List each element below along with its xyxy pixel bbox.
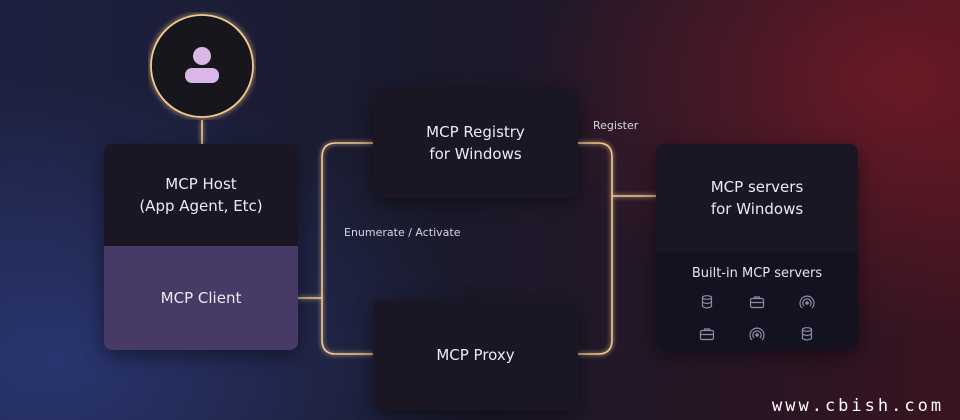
user-avatar	[148, 12, 256, 120]
mcp-proxy-box: MCP Proxy	[373, 300, 578, 410]
database-icon	[701, 295, 713, 309]
mcp-proxy-label: MCP Proxy	[436, 346, 515, 364]
enumerate-activate-label: Enumerate / Activate	[344, 226, 461, 239]
builtin-servers-panel: Built-in MCP servers	[656, 252, 858, 350]
builtin-servers-icons	[682, 294, 832, 342]
database-icon	[801, 327, 813, 341]
mcp-servers-header: MCP servers for Windows	[656, 144, 858, 252]
mcp-registry-box: MCP Registry for Windows	[373, 88, 578, 198]
client-proxy-line	[321, 298, 373, 355]
mcp-client-box: MCP Client	[104, 246, 298, 350]
mcp-host-box: MCP Host (App Agent, Etc) MCP Client	[104, 144, 298, 350]
mcp-host-title: MCP Host	[165, 175, 237, 193]
watermark: www.cbish.com	[772, 396, 945, 416]
user-icon	[150, 14, 254, 118]
registry-servers-line	[578, 142, 613, 355]
register-label: Register	[593, 119, 639, 132]
briefcase-icon	[749, 296, 765, 309]
client-registry-line	[321, 142, 373, 298]
mcp-servers-box: MCP servers for Windows Built-in MCP ser…	[656, 144, 858, 350]
mcp-registry-title: MCP Registry	[426, 123, 525, 141]
mcp-client-label: MCP Client	[160, 289, 242, 307]
mcp-servers-title: MCP servers	[710, 178, 804, 196]
mcp-host-subtitle: (App Agent, Etc)	[139, 197, 263, 215]
briefcase-icon	[699, 328, 715, 341]
signal-icon	[749, 327, 765, 341]
mcp-host-header: MCP Host (App Agent, Etc)	[104, 144, 298, 246]
mcp-servers-subtitle: for Windows	[710, 200, 804, 218]
mcp-registry-subtitle: for Windows	[429, 145, 522, 163]
signal-icon	[799, 295, 815, 309]
builtin-servers-label: Built-in MCP servers	[691, 266, 823, 281]
